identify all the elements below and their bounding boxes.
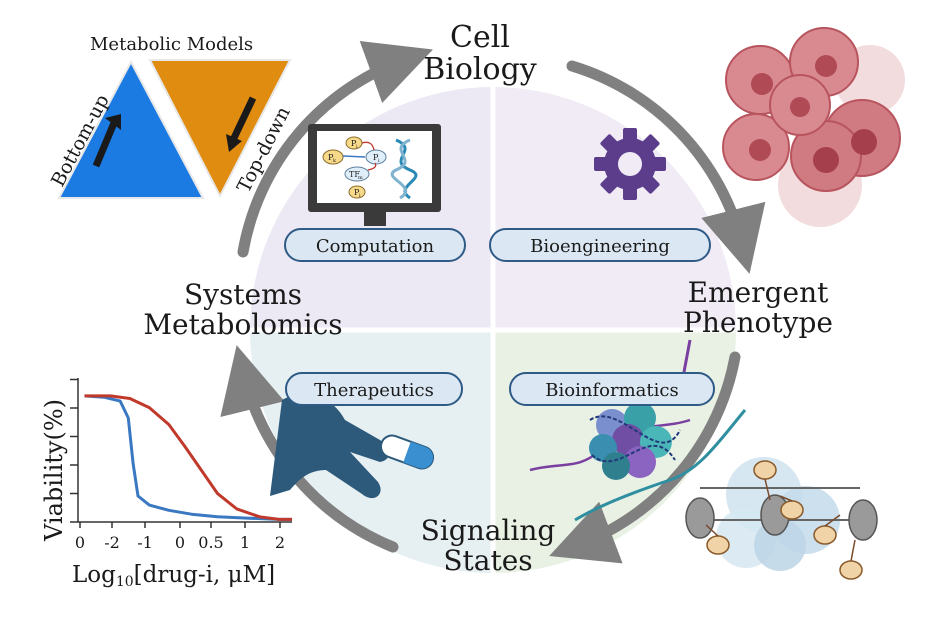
node-cell-biology-line1: Cell	[450, 20, 510, 55]
dna-helix-icon	[390, 138, 418, 200]
node-emergent-phenotype-line1: Emergent	[687, 276, 829, 309]
node-emergent-phenotype-line2: Phenotype	[683, 306, 833, 340]
screen-label: i	[359, 193, 361, 199]
viability-curve-1	[84, 394, 292, 521]
node-signaling-states: Signaling States	[408, 514, 568, 578]
top-down-triangle	[148, 59, 292, 199]
hand-pill-icon	[270, 394, 435, 499]
therapeutics-pill: Therapeutics	[285, 372, 463, 406]
arrow-to-cell-biology	[237, 41, 433, 258]
cell-cluster-icon	[722, 27, 905, 227]
bioengineering-pill: Bioengineering	[489, 228, 711, 262]
x-tick-label: -2	[104, 533, 120, 552]
chart-ylabel: Viability(%)	[40, 399, 68, 542]
screen-label: P	[351, 139, 357, 148]
screen-label: P	[328, 153, 334, 162]
arrow-to-signaling-states	[549, 351, 741, 564]
x-tick-label: 0	[175, 533, 185, 552]
screen-label: TF	[349, 170, 360, 179]
viability-chart: 0 -2 -1 0 0.5 1 2	[70, 378, 292, 552]
node-signaling-states-line1: Signaling	[420, 514, 556, 547]
signaling-cells-icon	[685, 457, 878, 580]
metabolic-models-graphic	[57, 59, 292, 199]
nucleosome-icon	[529, 339, 747, 522]
screen-label: P	[373, 153, 379, 162]
node-systems-metabolomics-line1: Systems	[183, 278, 303, 311]
protein-bubbles	[322, 136, 387, 199]
chart-xlabel: Log10[drug-i, μM]	[72, 562, 275, 590]
screen-label: m	[358, 175, 363, 181]
node-cell-biology-line2: Biology	[423, 52, 537, 88]
node-systems-metabolomics-line2: Metabolomics	[143, 308, 343, 342]
x-tick-label: -1	[137, 533, 153, 552]
x-tick-label: 2	[275, 533, 285, 552]
computation-pill: Computation	[284, 228, 466, 262]
x-tick-label: 0	[75, 533, 85, 552]
bioinformatics-pill: Bioinformatics	[509, 372, 715, 406]
screen-label: i	[356, 144, 358, 150]
node-emergent-phenotype: Emergent Phenotype	[668, 276, 848, 340]
x-tick-label: 1	[240, 533, 250, 552]
screen-label: i	[378, 158, 380, 164]
viability-curve-2	[84, 394, 292, 521]
gear-icon	[594, 128, 666, 200]
node-cell-biology: Cell Biology	[415, 20, 545, 88]
arrow-to-emergent-phenotype	[566, 60, 766, 274]
x-tick-label: 0.5	[198, 533, 223, 552]
node-systems-metabolomics: Systems Metabolomics	[138, 278, 348, 342]
computer-monitor-icon	[308, 124, 441, 226]
node-signaling-states-line2: States	[443, 544, 533, 578]
screen-label: k	[333, 158, 337, 164]
metabolic-models-title: Metabolic Models	[90, 34, 254, 55]
screen-label: P	[354, 188, 360, 197]
